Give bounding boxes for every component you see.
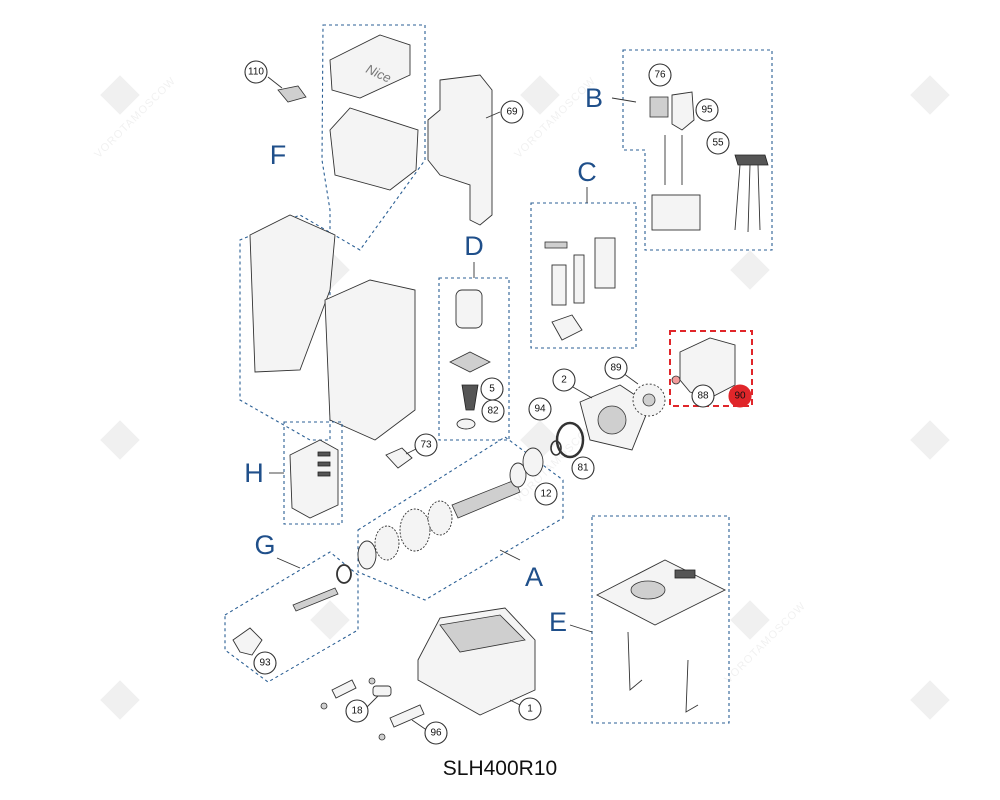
part-73-limit [385,447,419,469]
cover-frame-part [329,107,419,191]
callout-1: 1 [518,697,542,721]
loose-fixing-parts [320,677,429,741]
right-housing-part [324,279,416,441]
callout-12-label: 12 [540,489,552,500]
callout-55: 55 [706,131,730,155]
part-88-cover [679,337,736,399]
callout-81: 81 [571,456,595,480]
callout-95-label: 95 [701,105,713,116]
callout-73: 73 [414,433,438,457]
callout-18-label: 18 [351,706,363,717]
callout-76-label: 76 [654,70,666,81]
callout-12: 12 [534,482,558,506]
group-c-outline [530,202,637,349]
group-letter-d: D [464,231,484,261]
callout-89-label: 89 [610,363,622,374]
callout-96-label: 96 [430,728,442,739]
callout-18: 18 [345,699,369,723]
group-h-outline [283,421,343,525]
group-c-components: C [530,157,637,349]
watermark-text: VOROTAMOSCOW [92,75,178,161]
callout-93-label: 93 [259,658,271,669]
group-f-cover: Nice F [239,24,426,441]
group-h-board: H [244,421,343,525]
callout-55-label: 55 [712,138,724,149]
callout-69: 69 [500,100,524,124]
group-d-motor: D [438,231,510,441]
group-b-outline [622,49,773,251]
group-g-release: G [224,530,359,683]
group-e-outline [591,515,730,724]
highlight-dashed-box [669,330,753,407]
group-letter-c: C [577,157,597,187]
callout-81-label: 81 [577,463,589,474]
group-g-outline [224,551,359,683]
group-letter-a: A [525,562,543,592]
callout-93: 93 [253,651,277,675]
callout-73-label: 73 [420,440,432,451]
callout-88-label: 88 [697,391,709,402]
callout-5-label: 5 [489,384,495,395]
gearbox-parts [550,367,745,459]
callout-2-label: 2 [561,375,567,386]
gear-washer [357,540,377,570]
callout-90-label: 90 [734,391,746,402]
model-title: SLH400R10 [442,757,558,780]
group-b-electrics: B [585,49,773,251]
callout-82: 82 [481,399,505,423]
group-letter-h: H [244,458,264,488]
group-d-outline [438,277,510,441]
callout-96: 96 [424,721,448,745]
callout-95: 95 [695,98,719,122]
highlight-group [669,330,753,407]
drive-shaft [451,479,521,519]
callout-110-label: 110 [248,67,264,78]
callout-88: 88 [691,384,715,408]
nice-cover-part [329,34,411,99]
part-69-bracket [427,74,501,226]
callout-94: 94 [528,397,552,421]
part-96-key [389,704,425,728]
group-letter-g: G [254,530,275,560]
callout-89: 89 [604,356,628,380]
group-a-outline [357,436,564,601]
callout-94-label: 94 [534,404,546,415]
callout-90: 90 [728,384,752,408]
callout-110: 110 [244,60,268,84]
callout-2: 2 [552,368,576,392]
watermark-text: VOROTAMOSCOW [722,600,808,686]
group-letter-b: B [585,83,603,113]
callout-82-label: 82 [487,406,499,417]
group-letter-f: F [270,140,287,170]
callout-5: 5 [480,377,504,401]
group-letter-e: E [549,607,567,637]
left-housing-part [249,214,336,373]
callout-1-label: 1 [527,704,533,715]
part-110-clip [267,76,307,103]
part-1-base-housing [417,607,536,716]
group-a-geartrain: A [357,436,564,601]
release-handle [232,627,263,656]
group-e-baseplate: E [549,515,730,724]
part-94-oring [555,421,585,459]
callout-76: 76 [648,63,672,87]
callout-69-label: 69 [506,107,518,118]
